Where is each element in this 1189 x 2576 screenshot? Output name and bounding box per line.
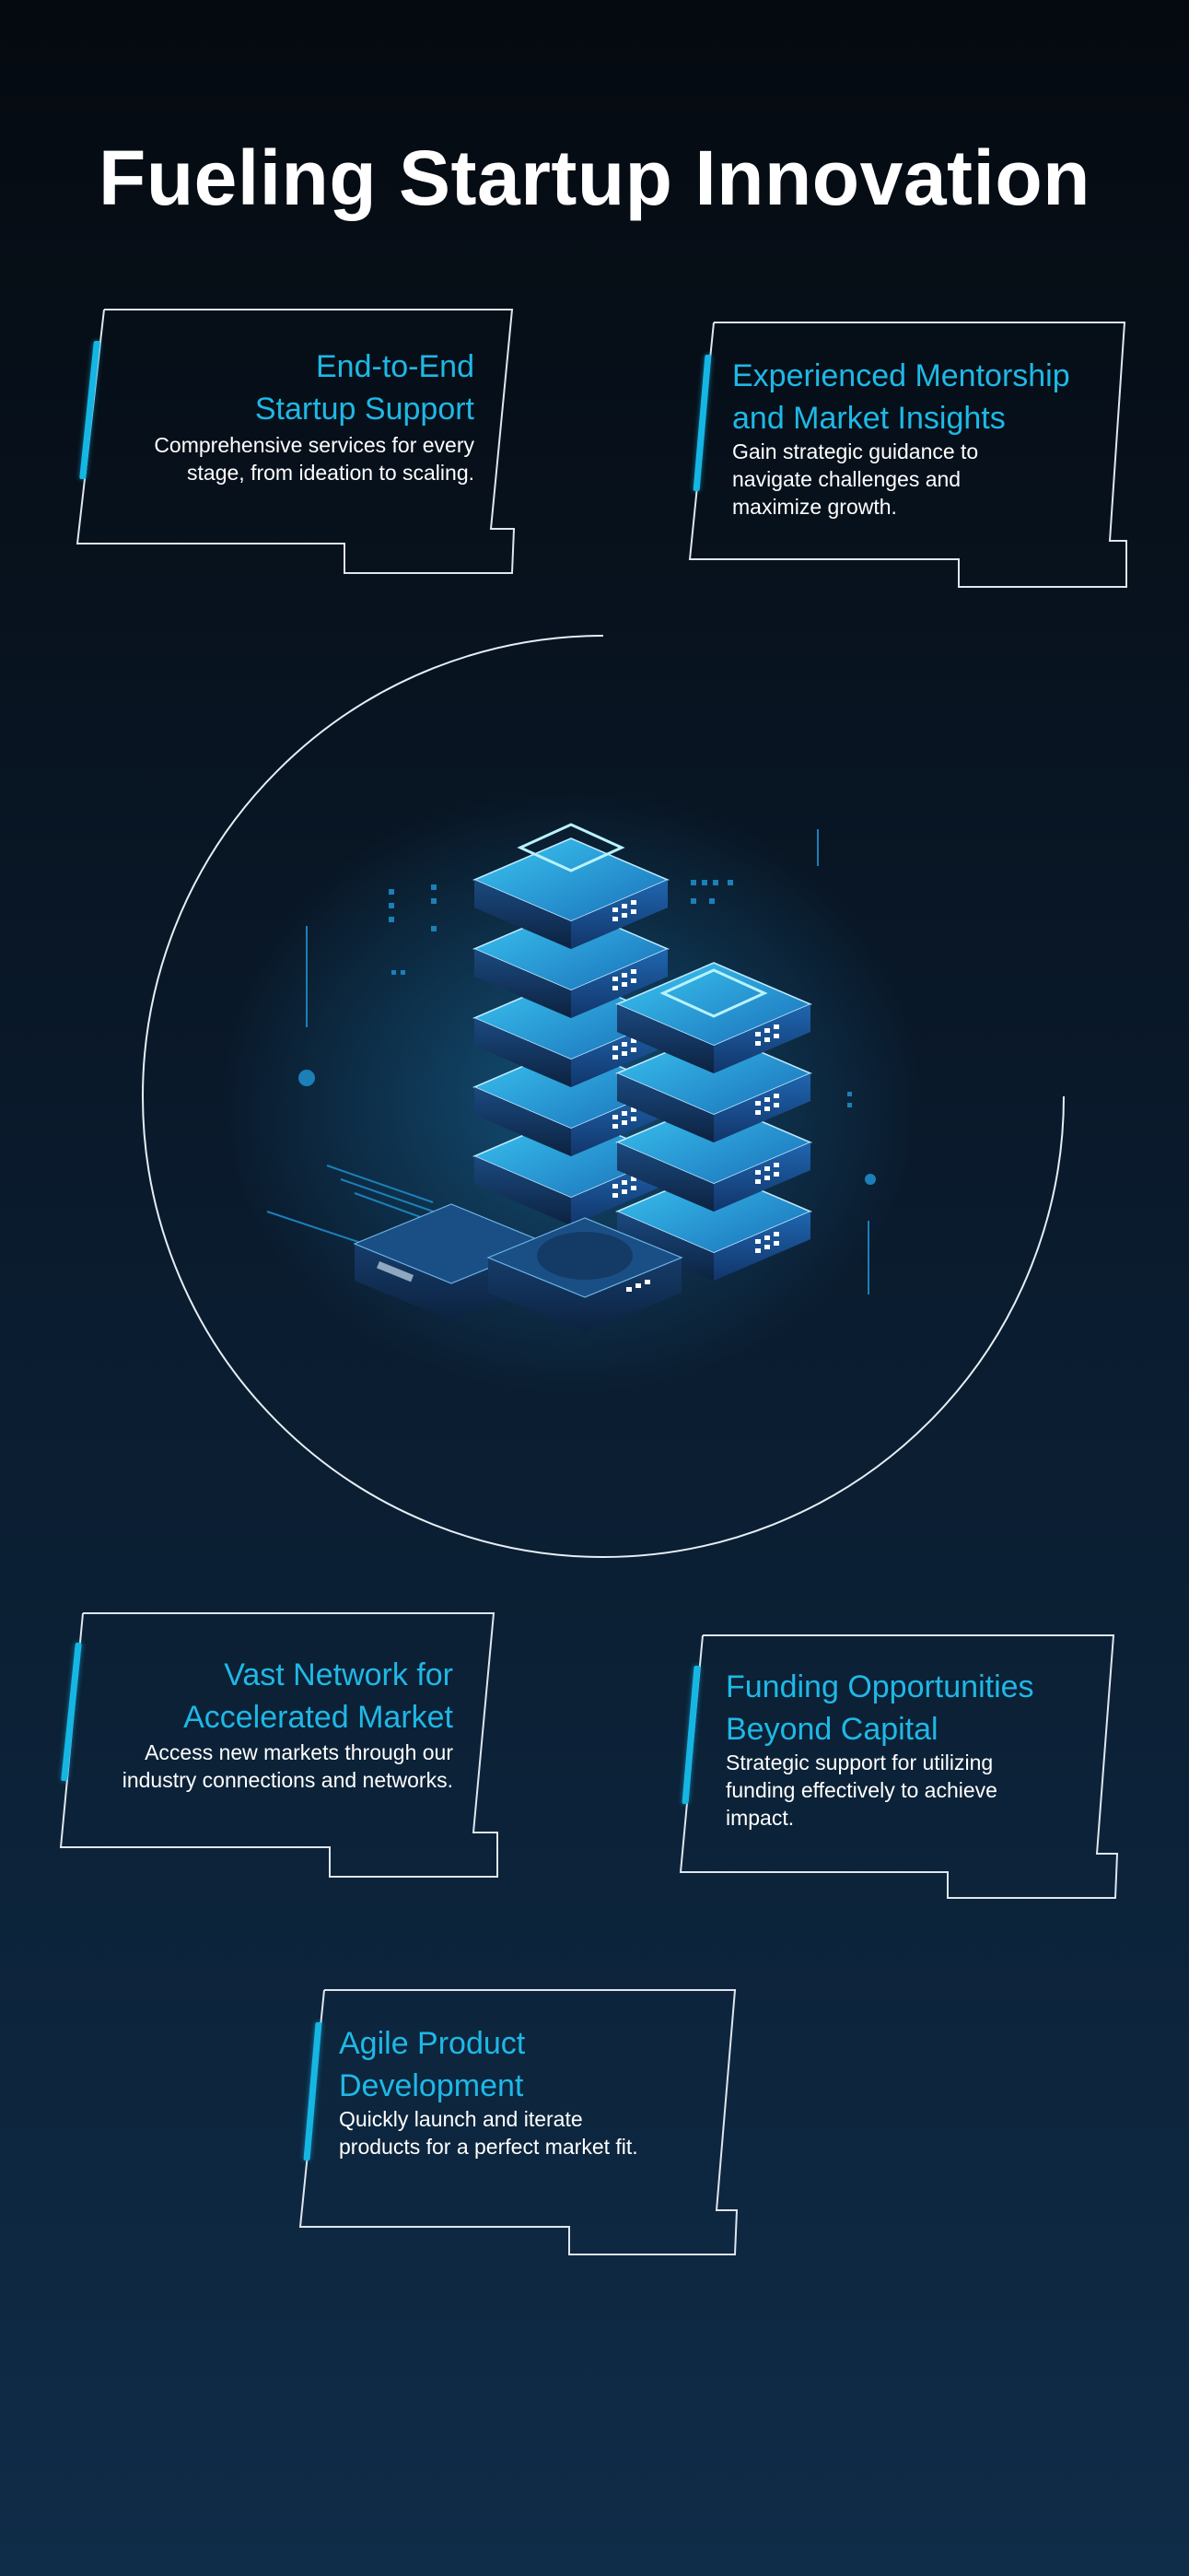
card-description-line: products for a perfect market fit.: [339, 2135, 638, 2159]
card-frame: [59, 1612, 498, 1878]
card-description-line: industry connections and networks.: [122, 1768, 453, 1792]
card-description-line: Gain strategic guidance to: [732, 439, 979, 463]
card-description-line: Strategic support for utilizing: [726, 1751, 994, 1774]
card-frame: [679, 1634, 1119, 1899]
card-heading-line: Development: [339, 2068, 524, 2103]
card-heading-line: Vast Network for: [224, 1657, 453, 1692]
card-funding-opportunities: Funding Opportunities Beyond Capital Str…: [677, 1631, 1119, 1907]
card-description-line: maximize growth.: [732, 495, 897, 519]
card-end-to-end-support: End-to-End Startup Support Comprehensive…: [74, 304, 525, 580]
card-heading-line: Agile Product: [339, 2026, 526, 2061]
card-description-line: Quickly launch and iterate: [339, 2107, 583, 2131]
card-heading-line: Startup Support: [254, 392, 474, 427]
card-heading-line: Experienced Mentorship: [732, 358, 1070, 393]
card-heading-line: Funding Opportunities: [726, 1669, 1034, 1704]
card-agile-product-development: Agile Product Development Quickly launch…: [297, 1985, 748, 2262]
card-description-line: stage, from ideation to scaling.: [187, 461, 474, 485]
card-frame: [76, 309, 516, 574]
card-heading: Vast Network for Accelerated Market: [57, 1654, 453, 1739]
card-description: Quickly launch and iterate products for …: [339, 2105, 726, 2160]
server-stack-illustration: [138, 631, 1078, 1562]
card-vast-network: Vast Network for Accelerated Market Acce…: [57, 1608, 508, 1884]
card-description-line: funding effectively to achieve: [726, 1778, 997, 1802]
card-description: Comprehensive services for every stage, …: [69, 431, 474, 486]
card-description: Access new markets through our industry …: [20, 1739, 453, 1794]
card-mentorship: Experienced Mentorship and Market Insigh…: [686, 318, 1128, 594]
card-heading-line: Beyond Capital: [726, 1712, 938, 1747]
card-description-line: Access new markets through our: [145, 1740, 453, 1764]
server-stack-icon: [142, 635, 1065, 1558]
card-heading-line: and Market Insights: [732, 401, 1006, 436]
card-description: Gain strategic guidance to navigate chal…: [732, 438, 1119, 521]
card-description-line: impact.: [726, 1806, 795, 1830]
card-description: Strategic support for utilizing funding …: [726, 1749, 1113, 1832]
card-heading: End-to-End Startup Support: [87, 345, 474, 430]
page-title: Fueling Startup Innovation: [99, 135, 1090, 221]
card-description-line: navigate challenges and: [732, 467, 962, 491]
card-heading: Experienced Mentorship and Market Insigh…: [732, 355, 1128, 439]
card-heading: Funding Opportunities Beyond Capital: [726, 1666, 1122, 1751]
card-frame: [298, 1989, 739, 2255]
card-heading-line: Accelerated Market: [183, 1700, 453, 1735]
card-frame: [688, 322, 1127, 588]
card-description-line: Comprehensive services for every: [154, 433, 474, 457]
card-heading: Agile Product Development: [339, 2022, 735, 2107]
card-heading-line: End-to-End: [316, 349, 474, 384]
